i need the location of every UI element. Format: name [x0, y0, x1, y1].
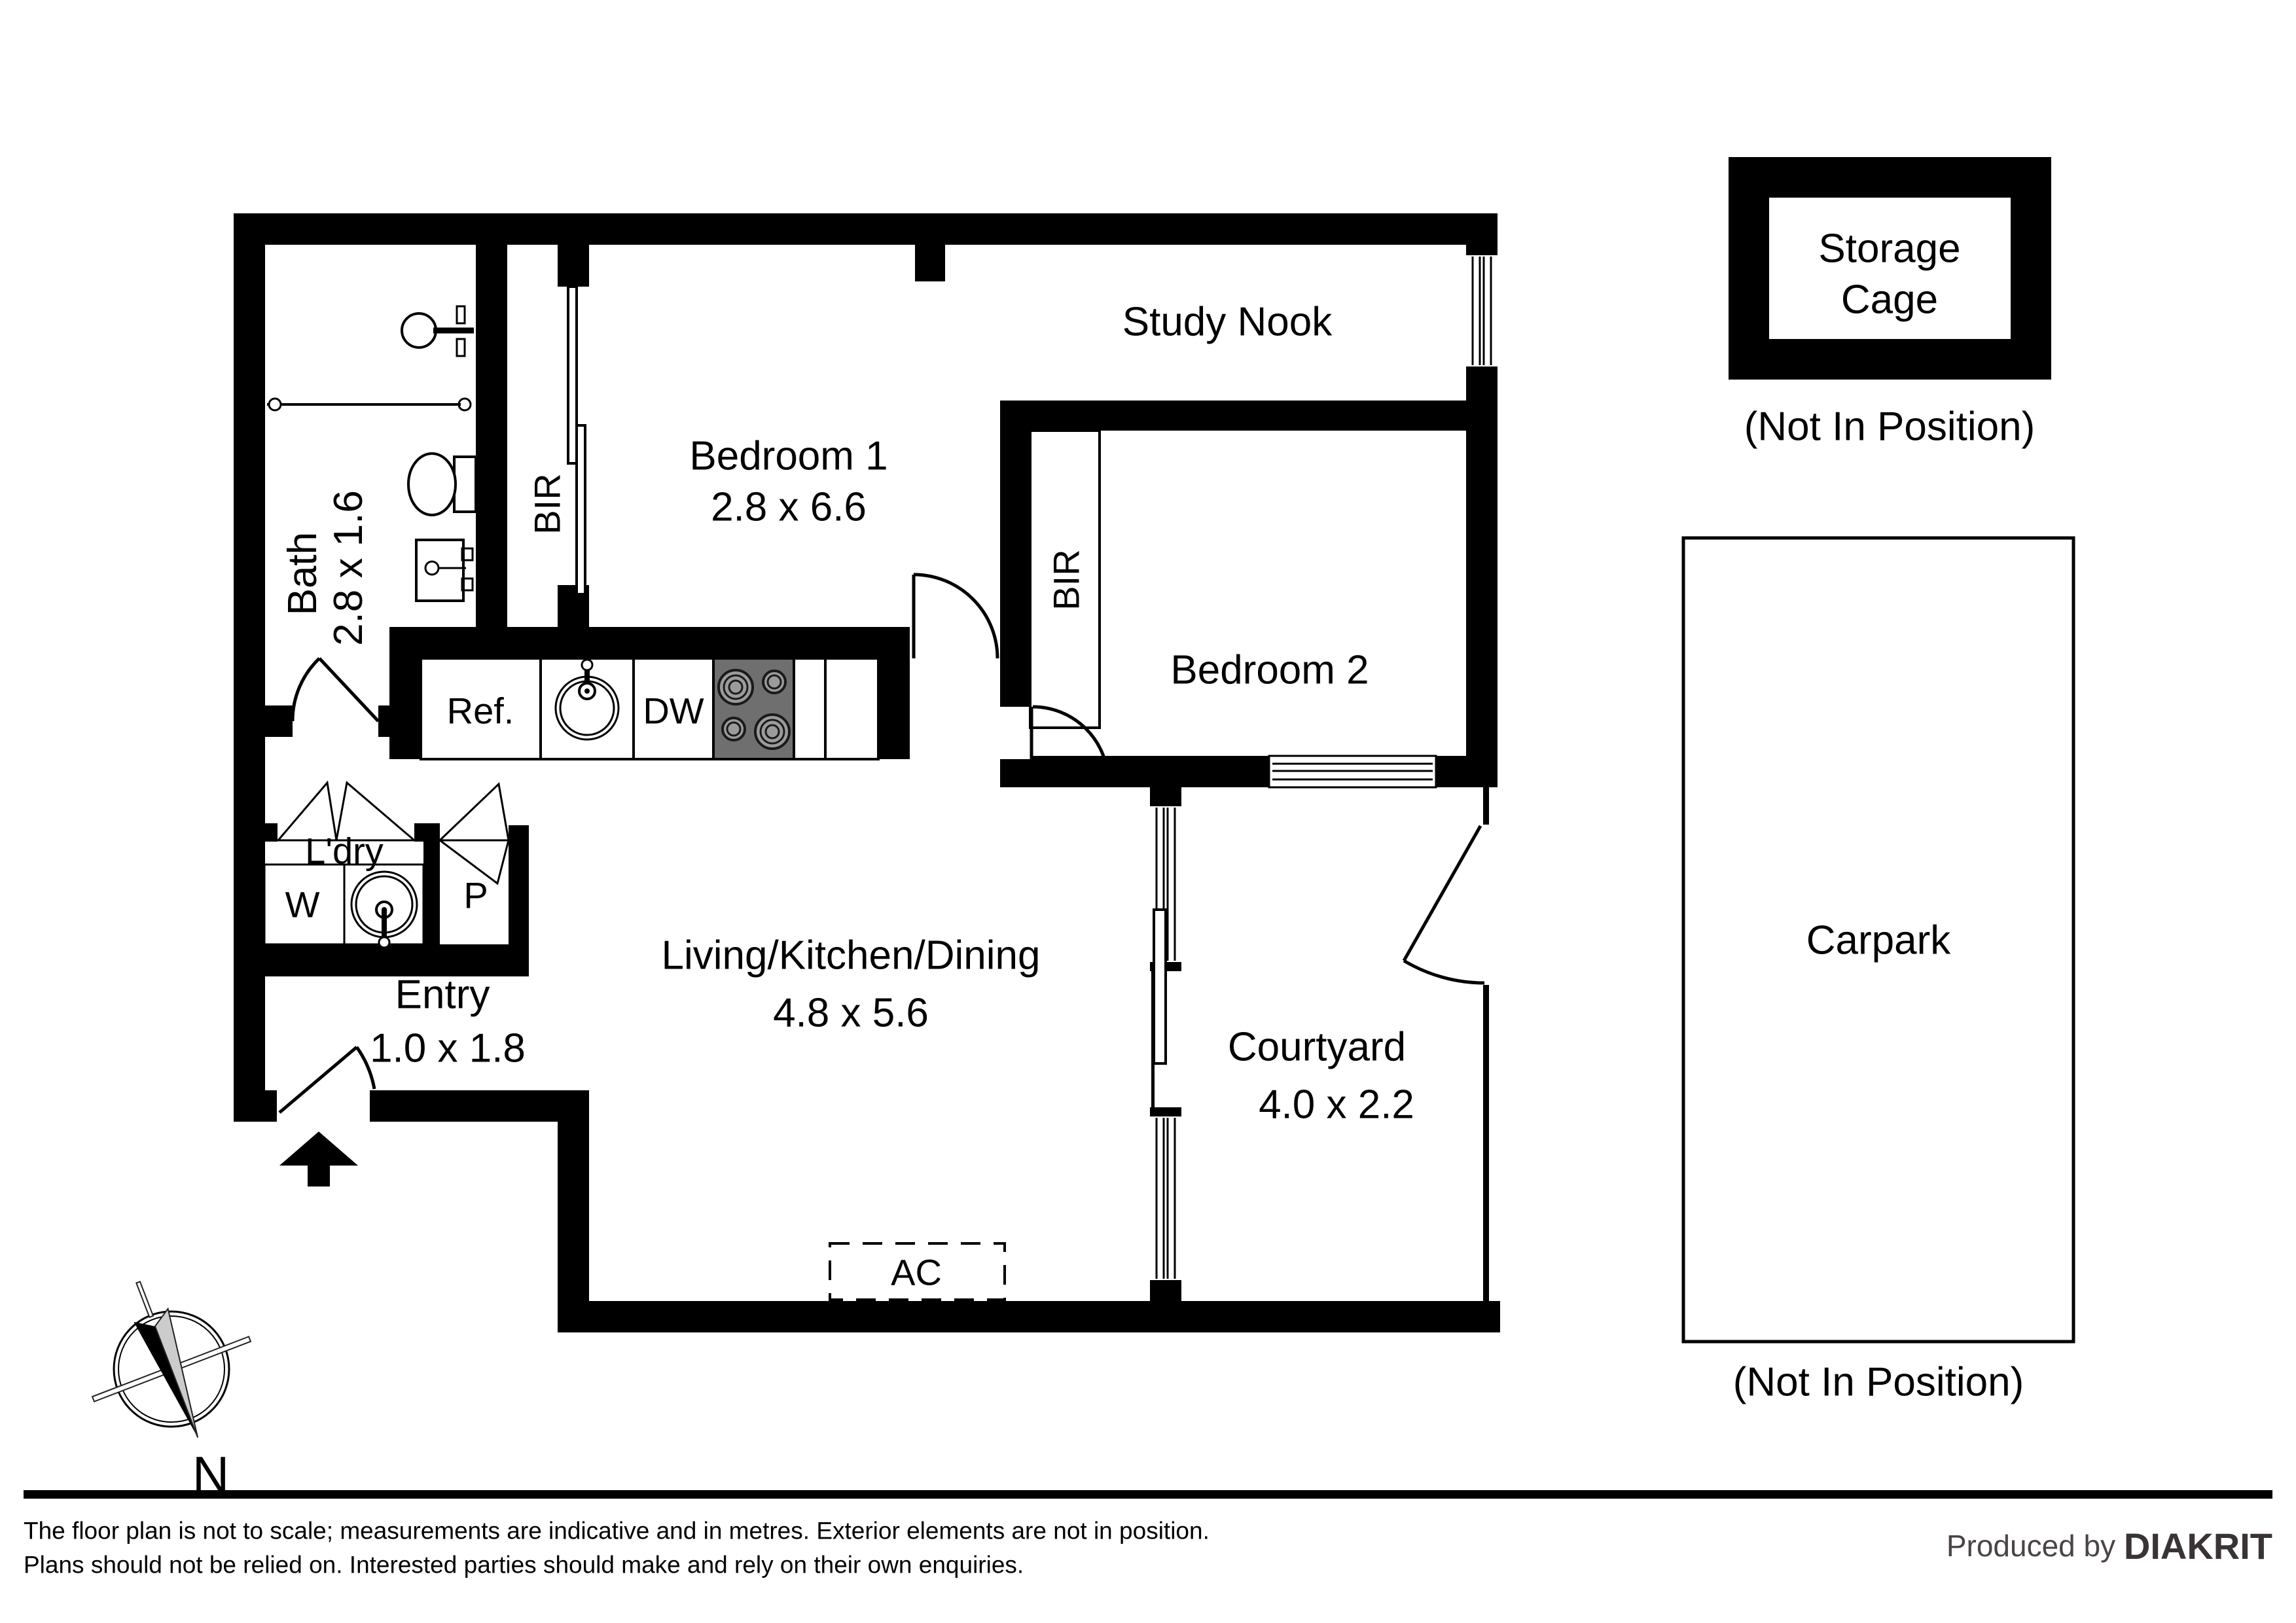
- entry-label: Entry: [395, 972, 490, 1018]
- bir2-label: BIR: [1046, 549, 1087, 610]
- bir1-label: BIR: [527, 473, 568, 534]
- study-nook-window: [1466, 255, 1498, 366]
- bedroom1-dim: 2.8 x 6.6: [711, 485, 867, 530]
- disclaimer-line2: Plans should not be relied on. Intereste…: [24, 1552, 1024, 1578]
- bath-door: [291, 657, 380, 722]
- compass-icon: [91, 1281, 252, 1438]
- living-label: Living/Kitchen/Dining: [661, 933, 1040, 978]
- storage-cage-box: [1729, 157, 2051, 380]
- bedroom2-bir-box: [1029, 429, 1101, 729]
- toilet-icon: [407, 452, 477, 516]
- vanity-icon: [415, 539, 474, 602]
- courtyard-window-upper: [1150, 806, 1181, 962]
- entry-dim: 1.0 x 1.8: [370, 1026, 526, 1071]
- bedroom2-window: [1268, 755, 1437, 789]
- carpark-note: (Not In Position): [1733, 1360, 2024, 1405]
- carpark-box: [1681, 536, 2075, 1344]
- laundry-sink-icon: [350, 870, 418, 949]
- apartment-walls: [234, 213, 1500, 1332]
- ac-label: AC: [891, 1252, 942, 1293]
- bedroom1-label: Bedroom 1: [689, 434, 888, 479]
- study-nook-label: Study Nook: [1122, 300, 1333, 345]
- bedroom1-bir-doors: [567, 285, 586, 596]
- entry-arrow-icon: [279, 1132, 358, 1186]
- stove-icon: [712, 657, 795, 760]
- produced-by: Produced by DIAKRIT: [1946, 1525, 2272, 1567]
- courtyard-dim: 4.0 x 2.2: [1259, 1082, 1414, 1128]
- kitchen-sink-icon: [554, 658, 620, 741]
- footer-divider: [24, 1490, 2272, 1499]
- washer-label: W: [285, 884, 320, 925]
- storage-cage-line1: Storage: [1818, 226, 1960, 272]
- bedroom1-door: [912, 573, 999, 659]
- fridge-label: Ref.: [447, 690, 514, 732]
- carpark-label: Carpark: [1806, 918, 1952, 963]
- courtyard-window-lower: [1150, 1116, 1181, 1280]
- storage-cage-note: (Not In Position): [1744, 404, 2036, 450]
- bath-label: Bath 2.8 x 1.6: [280, 490, 371, 646]
- storage-cage-line2: Cage: [1841, 277, 1938, 323]
- dishwasher-label: DW: [643, 690, 704, 732]
- laundry-label: L'dry: [305, 830, 384, 872]
- ac-box: [829, 1242, 1006, 1301]
- entry-door: [278, 1046, 376, 1114]
- shower-curtain: [267, 397, 473, 412]
- pantry-label: P: [463, 875, 488, 916]
- compass-n-label: N: [192, 1446, 229, 1503]
- living-dim: 4.8 x 5.6: [773, 991, 929, 1036]
- courtyard-gate: [1402, 825, 1485, 985]
- disclaimer-line1: The floor plan is not to scale; measurem…: [24, 1518, 1210, 1544]
- sliding-door-panel: [1153, 908, 1167, 1065]
- shower-icon: [401, 305, 474, 357]
- bedroom2-label: Bedroom 2: [1170, 648, 1369, 693]
- courtyard-label: Courtyard: [1228, 1025, 1406, 1070]
